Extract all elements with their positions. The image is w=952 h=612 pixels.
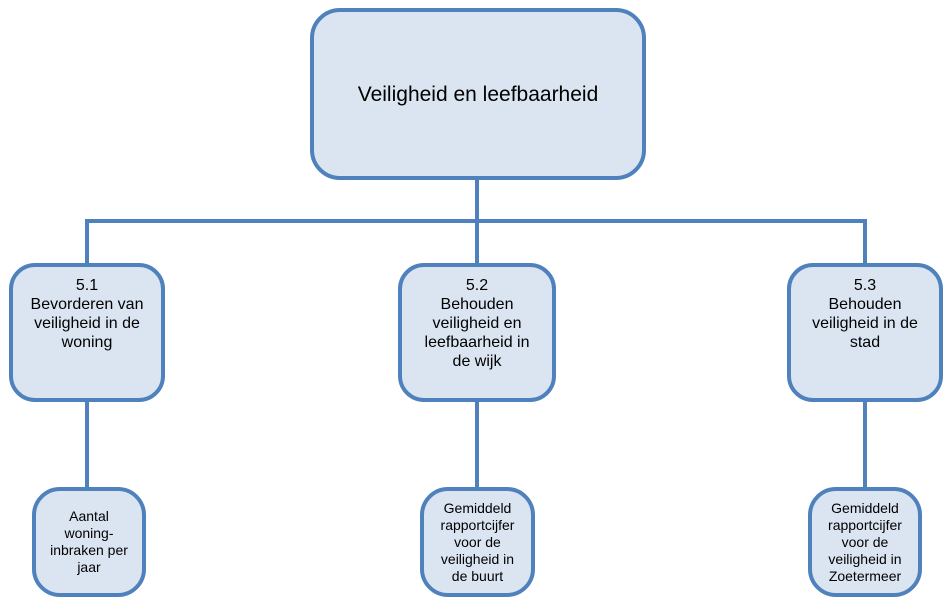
connector-drop-branch-5-1 <box>85 219 89 267</box>
branch-title: Behouden veiligheid en leefbaarheid in d… <box>424 296 530 370</box>
connector-horizontal-bar <box>85 219 867 223</box>
branch-title: Bevorderen van veiligheid in de woning <box>30 296 144 351</box>
branch-node-5-2: 5.2 Behouden veiligheid en leefbaarheid … <box>398 263 556 402</box>
root-node: Veiligheid en leefbaarheid <box>310 8 646 180</box>
branch-number: 5.2 <box>465 277 489 294</box>
metric-label: Gemiddeld rapportcijfer voor de veilighe… <box>440 499 515 584</box>
metric-node-5-2: Gemiddeld rapportcijfer voor de veilighe… <box>420 487 535 597</box>
branch-title: Behouden veiligheid in de stad <box>812 296 918 351</box>
branch-number: 5.3 <box>853 277 877 294</box>
branch-node-5-1: 5.1 Bevorderen van veiligheid in de woni… <box>9 263 165 402</box>
connector-branch-5-1-metric <box>85 398 89 490</box>
root-node-label: Veiligheid en leefbaarheid <box>357 82 599 106</box>
metric-node-5-1: Aantal woning- inbraken per jaar <box>32 487 146 597</box>
connector-branch-5-2-metric <box>475 398 479 490</box>
connector-branch-5-3-metric <box>863 398 867 490</box>
metric-node-5-3: Gemiddeld rapportcijfer voor de veilighe… <box>808 487 922 597</box>
metric-label: Gemiddeld rapportcijfer voor de veilighe… <box>828 499 902 584</box>
branch-node-5-3: 5.3 Behouden veiligheid in de stad <box>787 263 943 402</box>
branch-number: 5.1 <box>75 277 99 294</box>
connector-drop-branch-5-3 <box>863 219 867 267</box>
metric-label: Aantal woning- inbraken per jaar <box>50 508 128 575</box>
